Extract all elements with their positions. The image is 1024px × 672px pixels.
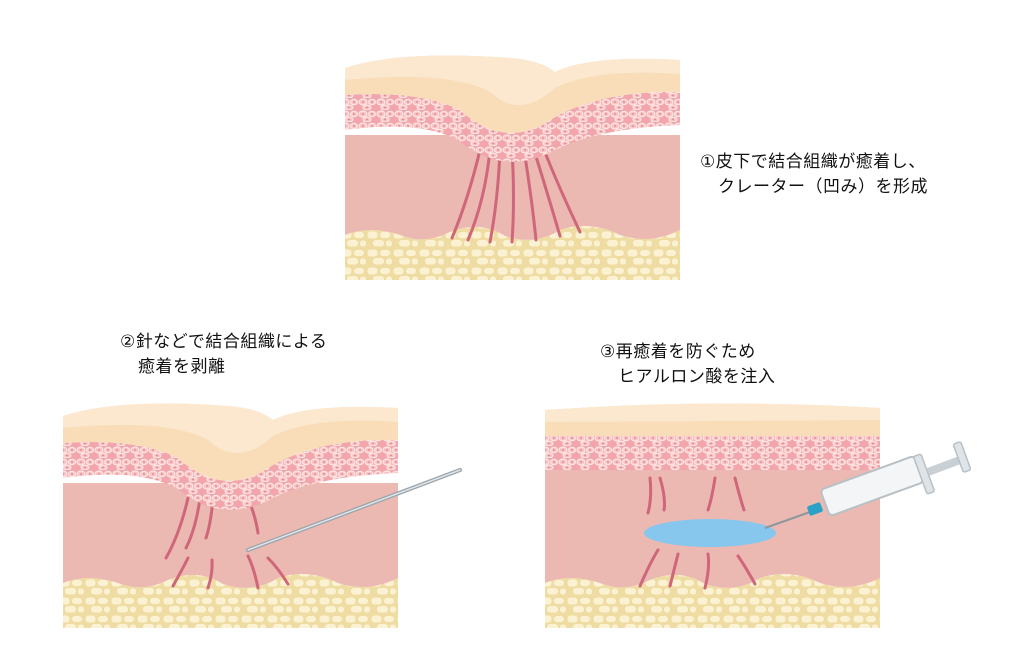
- step-3-caption: ③再癒着を防ぐため ヒアルロン酸を注入: [600, 340, 775, 390]
- step-number: ①: [700, 152, 716, 172]
- caption-line1: 皮下で結合組織が癒着し、: [715, 152, 926, 172]
- caption-line2: 癒着を剥離: [138, 357, 226, 377]
- caption-line1: 針などで結合組織による: [135, 332, 328, 352]
- hyaluronic-acid-deposit: [644, 519, 776, 547]
- step-number: ③: [600, 342, 616, 362]
- caption-line1: 再癒着を防ぐため: [615, 342, 756, 362]
- syringe-icon: [764, 441, 972, 529]
- needle-icon: [246, 468, 462, 552]
- skin-injection-illustration: [545, 403, 972, 628]
- step-2-caption: ②針などで結合組織による 癒着を剥離: [120, 330, 327, 380]
- fat-layer: [63, 574, 398, 628]
- caption-line2: クレーター（凹み）を形成: [718, 177, 928, 197]
- skin-crater-illustration: [345, 55, 680, 280]
- cell-layer: [63, 439, 398, 510]
- fat-layer: [345, 226, 680, 280]
- cell-layer: [345, 91, 680, 162]
- diagram-step-1: [340, 50, 685, 285]
- fat-layer: [545, 574, 880, 628]
- dermis-layer: [63, 483, 398, 588]
- caption-line2: ヒアルロン酸を注入: [618, 367, 776, 387]
- released-fibers: [638, 476, 757, 590]
- cell-layer: [545, 436, 880, 470]
- step-1-caption: ①皮下で結合組織が癒着し、 クレーター（凹み）を形成: [700, 150, 928, 200]
- diagram-step-3: [540, 398, 980, 633]
- skin-release-illustration: [63, 403, 462, 628]
- diagram-step-2: [58, 398, 468, 633]
- step-number: ②: [120, 332, 136, 352]
